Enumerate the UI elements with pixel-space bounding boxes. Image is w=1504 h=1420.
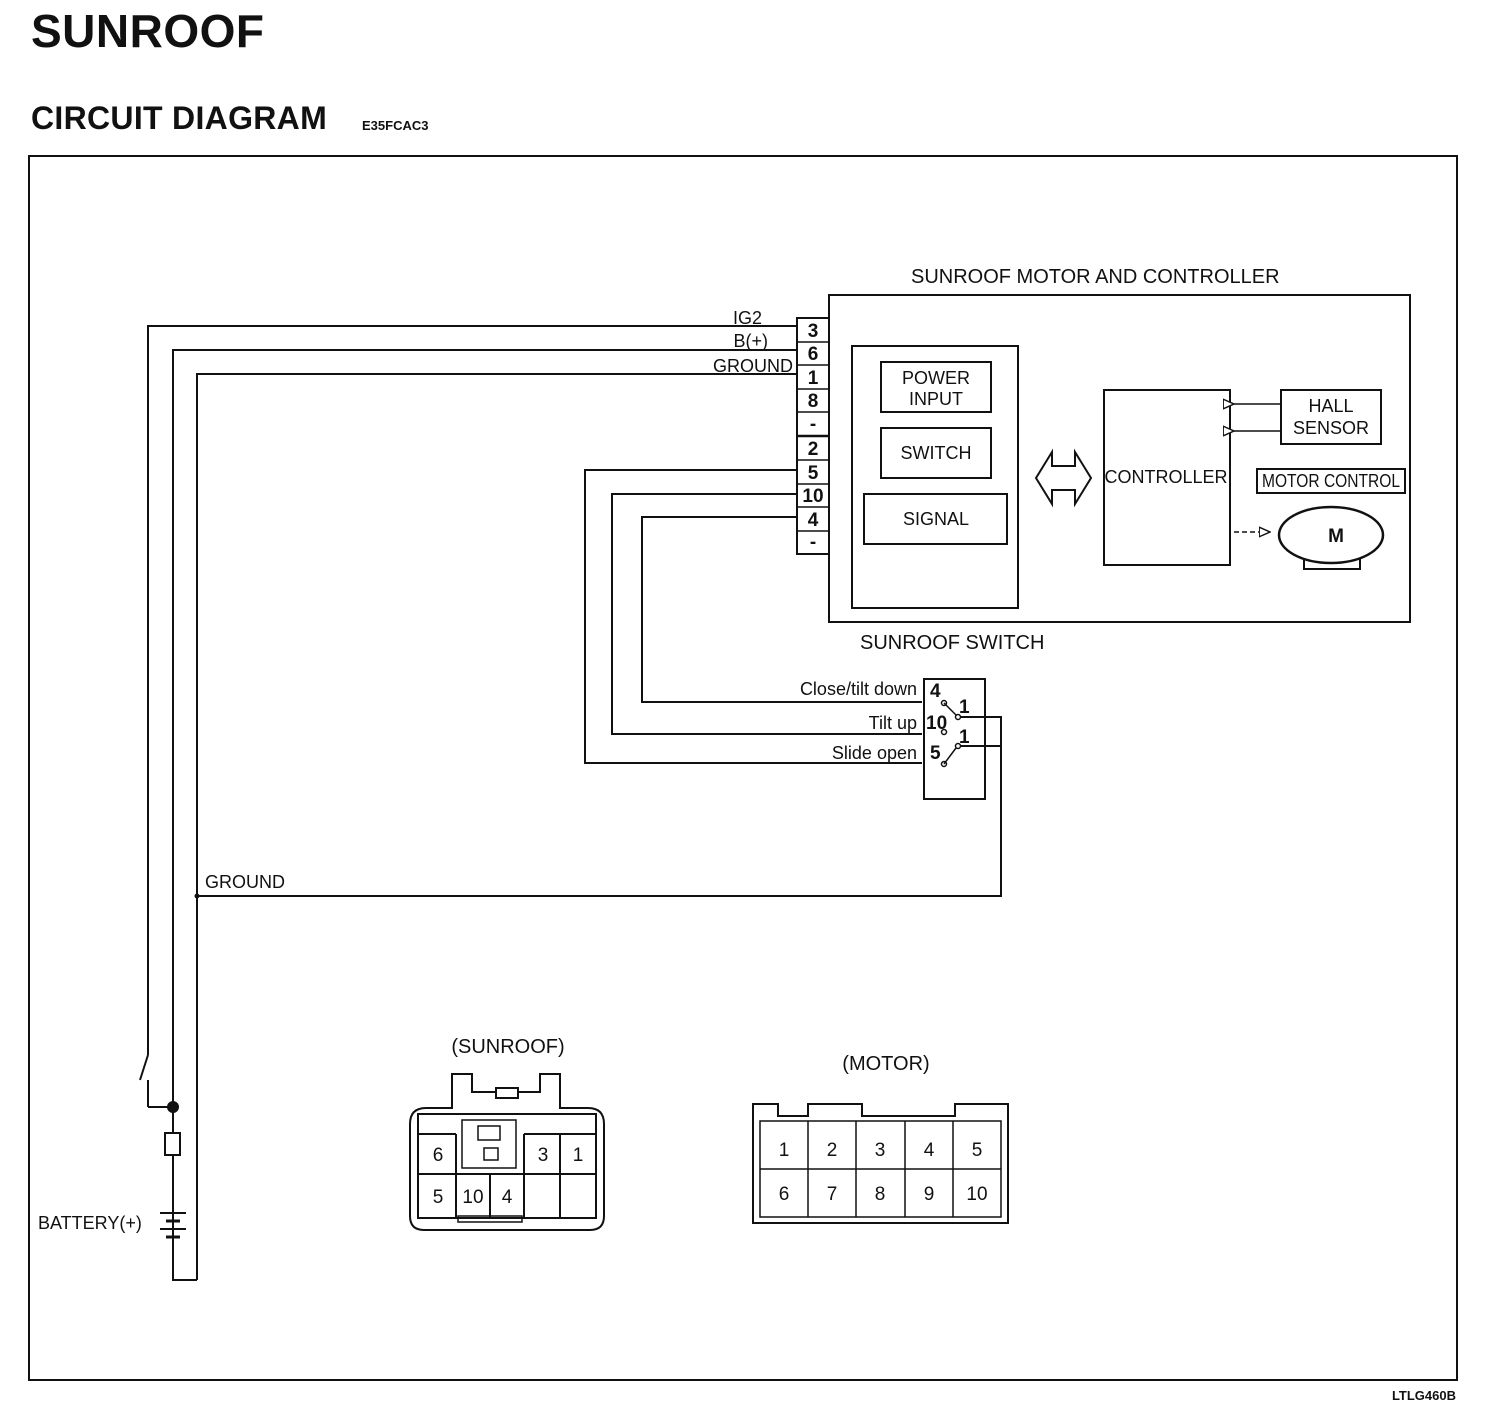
- fuse-icon: [164, 1132, 181, 1156]
- sunroof-switch-title: SUNROOF SWITCH: [860, 632, 1044, 654]
- pin-label: 4: [808, 510, 819, 531]
- switch-module-box: [851, 345, 1019, 609]
- controller-box: [1103, 389, 1231, 566]
- switch-label-close-tilt-down: Close/tilt down: [800, 679, 917, 699]
- motor-connector-pins: 3 6 1 8 - 2 5 10 4 -: [796, 317, 830, 555]
- power-input-label: POWER: [902, 368, 970, 388]
- pin-label: 6: [808, 344, 819, 365]
- power-input-box: [880, 361, 992, 413]
- pin-label: 8: [808, 391, 819, 412]
- figure-code: LTLG460B: [1391, 1388, 1456, 1403]
- switch-pin-label: 10: [926, 713, 947, 734]
- motor-pin-cell: 2: [827, 1140, 838, 1161]
- motor-pin-cell: 4: [924, 1140, 935, 1161]
- ignition-switch-contact: [139, 1054, 149, 1081]
- battery-icon: [160, 1212, 186, 1239]
- sunroof-connector-title: (SUNROOF): [451, 1036, 564, 1058]
- pin-label: 5: [808, 463, 819, 484]
- double-arrow-icon: [1034, 448, 1093, 508]
- wire-label-ground: GROUND: [713, 356, 793, 376]
- motor-icon: [1277, 505, 1385, 565]
- signal-box: [863, 493, 1008, 545]
- power-input-label: INPUT: [909, 389, 963, 409]
- motor-pin-cell: 5: [972, 1140, 983, 1161]
- switch-pin-label: 1: [959, 727, 970, 748]
- motor-label: M: [1328, 526, 1344, 547]
- motor-connector-title: (MOTOR): [842, 1053, 929, 1075]
- switch-pin-label: 4: [930, 681, 941, 702]
- pin-label: -: [810, 414, 816, 435]
- motor-pin-cell: 9: [924, 1184, 935, 1205]
- wires: [147, 325, 1002, 1281]
- junction-dot: [167, 1101, 179, 1113]
- hall-sensor-label: SENSOR: [1293, 418, 1369, 438]
- motor-pin-cell: 8: [875, 1184, 886, 1205]
- page-title: SUNROOF: [31, 5, 265, 57]
- hall-sensor-box: [1280, 389, 1382, 445]
- pin-label: 10: [802, 486, 823, 507]
- sunroof-pin-cell: 6: [433, 1145, 444, 1166]
- sunroof-connector: [409, 1073, 605, 1231]
- sunroof-switch-box: [923, 678, 986, 800]
- doc-code: E35FCAC3: [362, 118, 429, 133]
- ground-junction-dot: [194, 893, 200, 899]
- signal-label: SIGNAL: [903, 509, 969, 529]
- motor-control-box: [1256, 468, 1406, 494]
- switch-contacts: [940, 699, 962, 768]
- pin-label: 2: [808, 439, 819, 460]
- wire-label-ig2: IG2: [733, 308, 762, 328]
- motor-pin-cell: 3: [875, 1140, 886, 1161]
- motor-connector: [752, 1103, 1009, 1224]
- switch-box: [880, 427, 992, 479]
- section-title: CIRCUIT DIAGRAM: [31, 100, 328, 136]
- motor-controller-title: SUNROOF MOTOR AND CONTROLLER: [911, 266, 1280, 288]
- sunroof-pin-cell: 5: [433, 1187, 444, 1208]
- sunroof-pin-cell: 4: [502, 1187, 513, 1208]
- sunroof-pin-cell: 10: [462, 1187, 483, 1208]
- pin-label: -: [810, 532, 816, 553]
- pin-label: 1: [808, 368, 819, 389]
- motor-control-label: MOTOR CONTROL: [1262, 471, 1400, 491]
- sunroof-pin-cell: 3: [538, 1145, 549, 1166]
- motor-pin-cell: 1: [779, 1140, 790, 1161]
- controller-label: CONTROLLER: [1104, 467, 1227, 487]
- switch-label-tilt-up: Tilt up: [869, 713, 917, 733]
- switch-label-slide-open: Slide open: [832, 743, 917, 763]
- switch-pin-label: 5: [930, 743, 941, 764]
- ground-label: GROUND: [205, 872, 285, 892]
- hall-sensor-label: HALL: [1308, 396, 1353, 416]
- motor-pin-cell: 6: [779, 1184, 790, 1205]
- motor-pin-cell: 7: [827, 1184, 838, 1205]
- switch-label: SWITCH: [901, 443, 972, 463]
- battery-label: BATTERY(+): [38, 1213, 142, 1233]
- motor-pin-cell: 10: [966, 1184, 987, 1205]
- pin-label: 3: [808, 321, 819, 342]
- wire-label-b-plus: B(+): [733, 331, 768, 351]
- switch-pin-label: 1: [959, 697, 970, 718]
- sunroof-pin-cell: 1: [573, 1145, 584, 1166]
- diagram-frame: [28, 155, 1458, 1381]
